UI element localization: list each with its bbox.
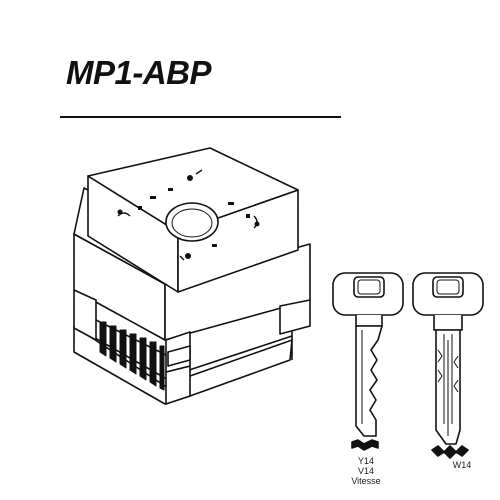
model-title: MP1-ABP — [66, 54, 212, 91]
dimple-key-icon — [412, 272, 484, 459]
key-profile-caption-left: Y14 V14 Vitesse — [336, 456, 396, 486]
heat-sink-fins — [99, 321, 165, 391]
title-underline — [60, 116, 341, 118]
key-profile-caption-right: W14 — [432, 460, 492, 470]
lock-module-icon — [73, 147, 311, 405]
profile-code: Vitesse — [351, 476, 381, 486]
profile-code: W14 — [452, 460, 472, 470]
flat-key-icon — [332, 272, 404, 451]
profile-code: V14 — [357, 466, 374, 476]
profile-code: Y14 — [357, 456, 374, 466]
